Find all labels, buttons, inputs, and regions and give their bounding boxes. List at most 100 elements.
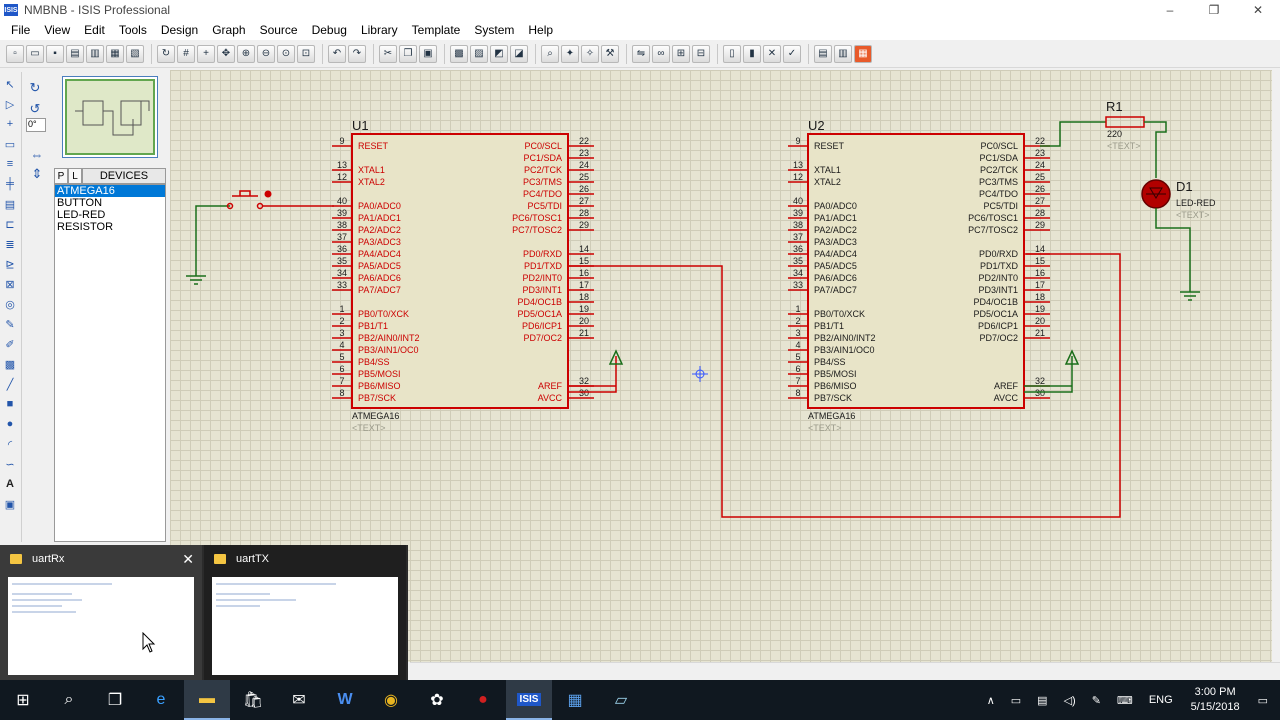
redraw-icon[interactable]: ↻ bbox=[157, 44, 175, 63]
netlist-icon[interactable]: ▤ bbox=[814, 44, 832, 63]
network-icon[interactable]: ▤ bbox=[1037, 694, 1048, 707]
thumbnail-uarttx[interactable]: uartTX bbox=[204, 545, 406, 680]
wire-autorouter-icon[interactable]: ⇋ bbox=[632, 44, 650, 63]
menu-library[interactable]: Library bbox=[360, 23, 398, 37]
app-icon[interactable]: ✿ bbox=[430, 692, 444, 709]
mail-icon[interactable]: ✉ bbox=[292, 692, 306, 709]
component-mode-icon[interactable]: ▷ bbox=[5, 98, 15, 111]
line-mode-icon[interactable]: ╱ bbox=[6, 378, 14, 391]
voltage-probe-mode-icon[interactable]: ✎ bbox=[5, 318, 15, 331]
menu-debug[interactable]: Debug bbox=[311, 23, 347, 37]
windows-icon[interactable]: ⊞ bbox=[16, 692, 30, 709]
menu-source[interactable]: Source bbox=[259, 23, 298, 37]
component-button[interactable] bbox=[186, 190, 334, 285]
path-mode-icon[interactable]: ∽ bbox=[5, 458, 15, 471]
make-device-icon[interactable]: ✦ bbox=[561, 44, 579, 63]
block-move-icon[interactable]: ▨ bbox=[470, 44, 488, 63]
redo-icon[interactable]: ↷ bbox=[348, 44, 366, 63]
device-item-led-red[interactable]: LED-RED bbox=[57, 209, 106, 221]
volume-icon[interactable]: ◁) bbox=[1063, 694, 1076, 707]
terminals-mode-icon[interactable]: ⊏ bbox=[5, 218, 15, 231]
menu-tools[interactable]: Tools bbox=[118, 23, 147, 37]
device-item-resistor[interactable]: RESISTOR bbox=[57, 221, 114, 233]
close-button[interactable]: ✕ bbox=[1252, 3, 1264, 17]
app-icon[interactable]: ● bbox=[478, 691, 488, 708]
menu-design[interactable]: Design bbox=[160, 23, 199, 37]
mirror-vertical-icon[interactable]: ⇕ bbox=[31, 166, 43, 181]
store-icon[interactable]: 🛍 bbox=[242, 692, 264, 709]
file-explorer-icon[interactable]: ▬ bbox=[184, 680, 230, 720]
device-item-atmega16[interactable]: ATMEGA16 bbox=[55, 185, 165, 197]
wire-label-mode-icon[interactable]: ▭ bbox=[4, 138, 16, 151]
property-tool-icon[interactable]: ⊞ bbox=[672, 44, 690, 63]
menu-edit[interactable]: Edit bbox=[84, 23, 105, 37]
origin-icon[interactable]: + bbox=[197, 44, 215, 63]
packaging-icon[interactable]: ✧ bbox=[581, 44, 599, 63]
chevron-up-icon[interactable]: ∧ bbox=[986, 694, 995, 707]
block-delete-icon[interactable]: ◪ bbox=[510, 44, 528, 63]
import-icon[interactable]: ▤ bbox=[66, 44, 84, 63]
chrome-icon[interactable]: ◉ bbox=[384, 692, 398, 709]
menu-graph[interactable]: Graph bbox=[212, 23, 246, 37]
clock[interactable]: 3:00 PM 5/15/2018 bbox=[1181, 685, 1250, 715]
maximize-button[interactable]: ❐ bbox=[1208, 3, 1220, 17]
edge-icon[interactable]: e bbox=[156, 691, 166, 708]
ares-icon[interactable]: ▦ bbox=[854, 44, 872, 63]
isis-taskbar-button[interactable]: ISIS bbox=[506, 680, 552, 720]
menu-system[interactable]: System bbox=[474, 23, 515, 37]
design-explorer-icon[interactable]: ⊟ bbox=[692, 44, 710, 63]
keyboard-icon[interactable]: ⌨ bbox=[1116, 694, 1133, 707]
decompose-icon[interactable]: ⚒ bbox=[601, 44, 619, 63]
menu-template[interactable]: Template bbox=[411, 23, 461, 37]
arc-mode-icon[interactable]: ◜ bbox=[7, 438, 13, 451]
search-icon[interactable]: ⌕ bbox=[64, 691, 74, 708]
device-item-button[interactable]: BUTTON bbox=[57, 197, 103, 209]
grid-icon[interactable]: # bbox=[177, 44, 195, 63]
zoom-out-icon[interactable]: ⊖ bbox=[257, 44, 275, 63]
menu-view[interactable]: View bbox=[44, 23, 71, 37]
report-icon[interactable]: ▥ bbox=[834, 44, 852, 63]
new-file-icon[interactable]: ▫ bbox=[6, 44, 24, 63]
pan-icon[interactable]: ✥ bbox=[217, 44, 235, 63]
component-r1[interactable]: R1 220 <TEXT> bbox=[1040, 99, 1167, 178]
box-mode-icon[interactable]: ■ bbox=[6, 398, 14, 410]
print-icon[interactable]: ▦ bbox=[106, 44, 124, 63]
zoom-in-icon[interactable]: ⊕ bbox=[237, 44, 255, 63]
buses-mode-icon[interactable]: ╪ bbox=[6, 178, 14, 190]
graph-mode-icon[interactable]: ⊵ bbox=[5, 258, 15, 271]
pick-devices-button[interactable]: P bbox=[54, 168, 68, 184]
cut-icon[interactable]: ✂ bbox=[379, 44, 397, 63]
selection-mode-icon[interactable]: ↖ bbox=[5, 78, 15, 91]
zoom-all-icon[interactable]: ⊙ bbox=[277, 44, 295, 63]
block-rotate-icon[interactable]: ◩ bbox=[490, 44, 508, 63]
virtual-instruments-icon[interactable]: ▩ bbox=[4, 358, 16, 371]
zoom-area-icon[interactable]: ⊡ bbox=[297, 44, 315, 63]
block-copy-icon[interactable]: ▩ bbox=[450, 44, 468, 63]
generator-mode-icon[interactable]: ◎ bbox=[5, 298, 15, 311]
task-view-icon[interactable]: ❐ bbox=[107, 692, 123, 709]
component-d1[interactable]: D1 LED-RED <TEXT> bbox=[1141, 179, 1216, 301]
erc-icon[interactable]: ✓ bbox=[783, 44, 801, 63]
undo-icon[interactable]: ↶ bbox=[328, 44, 346, 63]
export-icon[interactable]: ▥ bbox=[86, 44, 104, 63]
subcircuit-mode-icon[interactable]: ▤ bbox=[4, 198, 16, 211]
text-mode-icon[interactable]: A bbox=[6, 478, 14, 490]
pen-icon[interactable]: ✎ bbox=[1091, 694, 1101, 707]
copy-icon[interactable]: ❐ bbox=[399, 44, 417, 63]
circle-mode-icon[interactable]: ● bbox=[6, 418, 14, 430]
word-icon[interactable]: W bbox=[337, 691, 353, 708]
horizontal-scrollbar[interactable] bbox=[410, 662, 1280, 680]
notifications-icon[interactable]: ▭ bbox=[1257, 694, 1268, 707]
device-pins-mode-icon[interactable]: ≣ bbox=[5, 238, 15, 251]
menu-help[interactable]: Help bbox=[528, 23, 554, 37]
paste-icon[interactable]: ▣ bbox=[419, 44, 437, 63]
junction-mode-icon[interactable]: + bbox=[6, 118, 14, 130]
tape-recorder-mode-icon[interactable]: ⊠ bbox=[5, 278, 15, 291]
library-manager-button[interactable]: L bbox=[68, 168, 82, 184]
rotation-angle-field[interactable]: 0° bbox=[26, 118, 46, 132]
text-script-mode-icon[interactable]: ≡ bbox=[6, 158, 14, 170]
vertical-scrollbar[interactable] bbox=[1272, 70, 1280, 662]
